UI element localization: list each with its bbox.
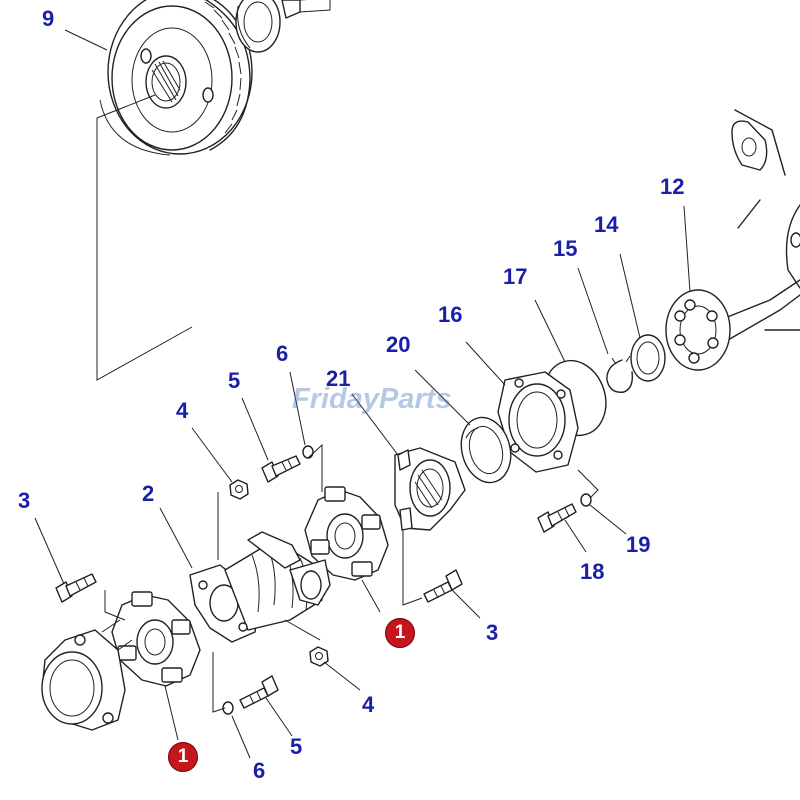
callout-4-upper: 4 — [176, 398, 189, 423]
callout-5-lower: 5 — [290, 734, 303, 759]
callout-21: 21 — [326, 366, 351, 391]
center-coupling-part-2 — [189, 531, 331, 643]
callout-9: 9 — [42, 6, 55, 31]
callout-4-lower: 4 — [362, 692, 375, 717]
coupling-hub-part-21 — [394, 447, 466, 531]
bolt-part-5-lower — [239, 675, 279, 709]
flange-plate-part-16 — [497, 371, 579, 473]
leader-lines — [34, 29, 691, 759]
callout-3-left: 3 — [18, 488, 31, 513]
callout-15: 15 — [553, 236, 578, 261]
washer-part-6-upper — [302, 445, 314, 459]
callout-6-upper: 6 — [276, 341, 289, 366]
seal-part-20 — [460, 416, 512, 484]
callout-20: 20 — [386, 332, 411, 357]
callout-12: 12 — [660, 174, 685, 199]
callout-14: 14 — [594, 212, 619, 237]
callout-5-upper: 5 — [228, 368, 241, 393]
callout-6-lower: 6 — [253, 758, 266, 783]
callout-19: 19 — [626, 532, 651, 557]
watermark-text: FridayParts — [292, 383, 452, 415]
bolt-part-18 — [537, 503, 577, 533]
coupling-element-upper — [304, 486, 389, 581]
bolt-part-5-upper — [261, 455, 301, 483]
callout-16: 16 — [438, 302, 463, 327]
washer-part-19 — [580, 493, 592, 507]
nut-part-4-upper — [229, 479, 249, 500]
housing-part-12 — [665, 109, 800, 371]
flange-housing-bottom — [41, 619, 133, 731]
gear-part-9 — [99, 0, 253, 156]
marker-1-lower: 1 — [168, 742, 198, 772]
nut-part-4-lower — [309, 646, 329, 667]
washer-part-6-lower — [222, 701, 234, 715]
ring-part-14 — [630, 334, 666, 382]
marker-1-upper: 1 — [385, 618, 415, 648]
bearing-top — [235, 0, 331, 53]
callout-17: 17 — [503, 264, 528, 289]
callout-3-right: 3 — [486, 620, 499, 645]
bolt-part-3-left — [55, 573, 97, 603]
callout-2: 2 — [142, 481, 155, 506]
bolt-part-3-right — [423, 569, 463, 603]
snap-ring-part-15 — [606, 355, 634, 393]
coupling-element-lower — [111, 591, 201, 687]
callout-18: 18 — [580, 559, 605, 584]
